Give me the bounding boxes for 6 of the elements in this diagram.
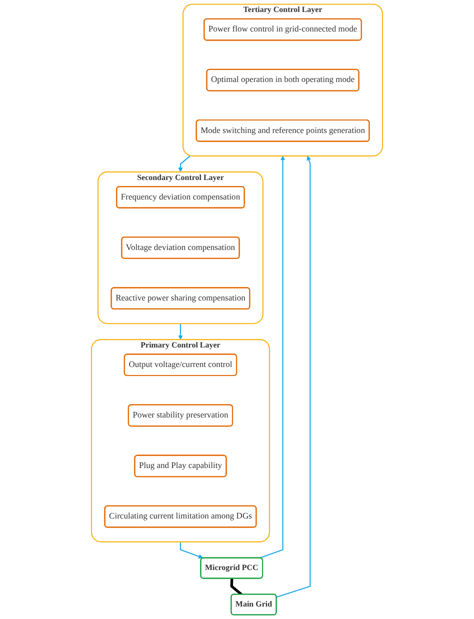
arrow <box>180 542 204 559</box>
connector <box>230 578 242 596</box>
arrow <box>260 156 286 558</box>
arrow <box>178 156 191 172</box>
arrow <box>178 324 183 340</box>
arrow <box>276 156 312 598</box>
